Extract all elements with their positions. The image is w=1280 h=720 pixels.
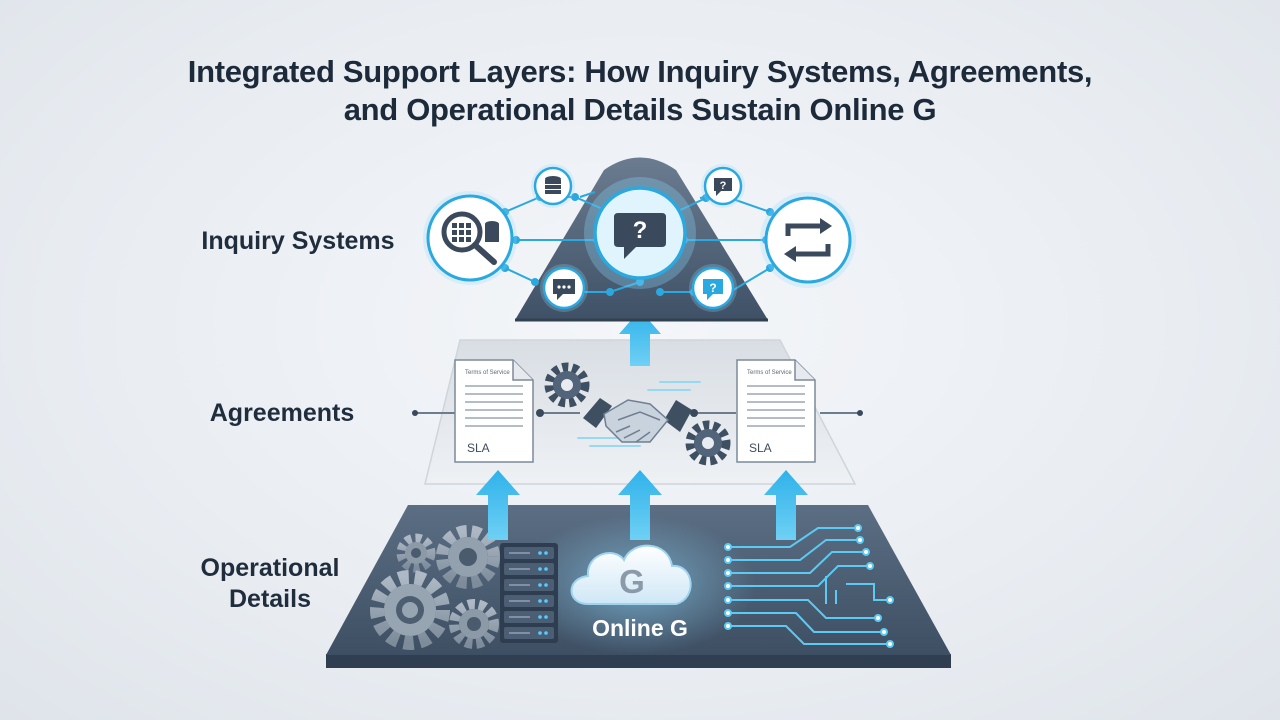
document-icon: Terms of Service SLA <box>736 359 816 463</box>
document-right-sla: SLA <box>749 441 772 455</box>
search-database-icon <box>423 191 517 285</box>
up-arrow-icon <box>764 470 808 540</box>
cloud-glyph: G <box>619 563 645 600</box>
help-bubble-icon: ? <box>689 264 737 312</box>
gear-icon <box>449 599 499 649</box>
up-arrow-icon <box>476 470 520 540</box>
agreements-layer: Terms of Service SLA Terms of Service <box>412 339 863 485</box>
svg-text:?: ? <box>720 180 727 192</box>
up-arrows <box>476 310 808 540</box>
question-mark: ? <box>633 217 648 244</box>
gear-icon <box>685 420 731 466</box>
document-icon: Terms of Service SLA <box>454 359 534 463</box>
connector-node <box>536 409 544 417</box>
up-arrow-icon <box>619 310 661 366</box>
label-operational-line2: Details <box>229 585 311 613</box>
gear-icon <box>544 362 590 408</box>
connector-node <box>412 410 418 416</box>
operational-layer: G Online G <box>326 505 951 668</box>
chat-bubble-icon <box>540 264 588 312</box>
operational-base-side <box>326 654 951 668</box>
small-question-icon: ? <box>701 164 745 208</box>
connector-node <box>857 410 863 416</box>
handshake-icon <box>577 381 701 447</box>
gear-icon <box>370 570 450 650</box>
document-left-header: Terms of Service <box>465 370 510 376</box>
inquiry-layer: ? ? <box>423 157 856 322</box>
title-line-2: and Operational Details Sustain Online G <box>343 92 937 127</box>
database-icon <box>531 164 575 208</box>
label-operational-line1: Operational <box>200 554 340 582</box>
up-arrow-icon <box>618 470 662 540</box>
label-agreements: Agreements <box>209 399 355 427</box>
circuit-nodes <box>724 524 894 648</box>
cloud-icon: G <box>570 544 692 605</box>
gear-icon <box>436 525 500 589</box>
document-left-sla: SLA <box>467 441 490 455</box>
label-operational-details: Operational Details <box>170 553 370 615</box>
question-bubble-icon: ? <box>584 177 696 289</box>
server-rack-icon <box>500 543 558 643</box>
connector-node <box>690 409 698 417</box>
label-inquiry-systems: Inquiry Systems <box>201 227 395 255</box>
cloud-label-online-g: Online G <box>592 615 688 641</box>
title-line-1: Integrated Support Layers: How Inquiry S… <box>187 54 1093 89</box>
circuit-traces-icon <box>728 527 890 645</box>
sync-arrows-icon <box>760 192 856 288</box>
gear-icon <box>396 533 436 573</box>
document-right-header: Terms of Service <box>747 370 792 376</box>
svg-text:?: ? <box>709 281 716 295</box>
